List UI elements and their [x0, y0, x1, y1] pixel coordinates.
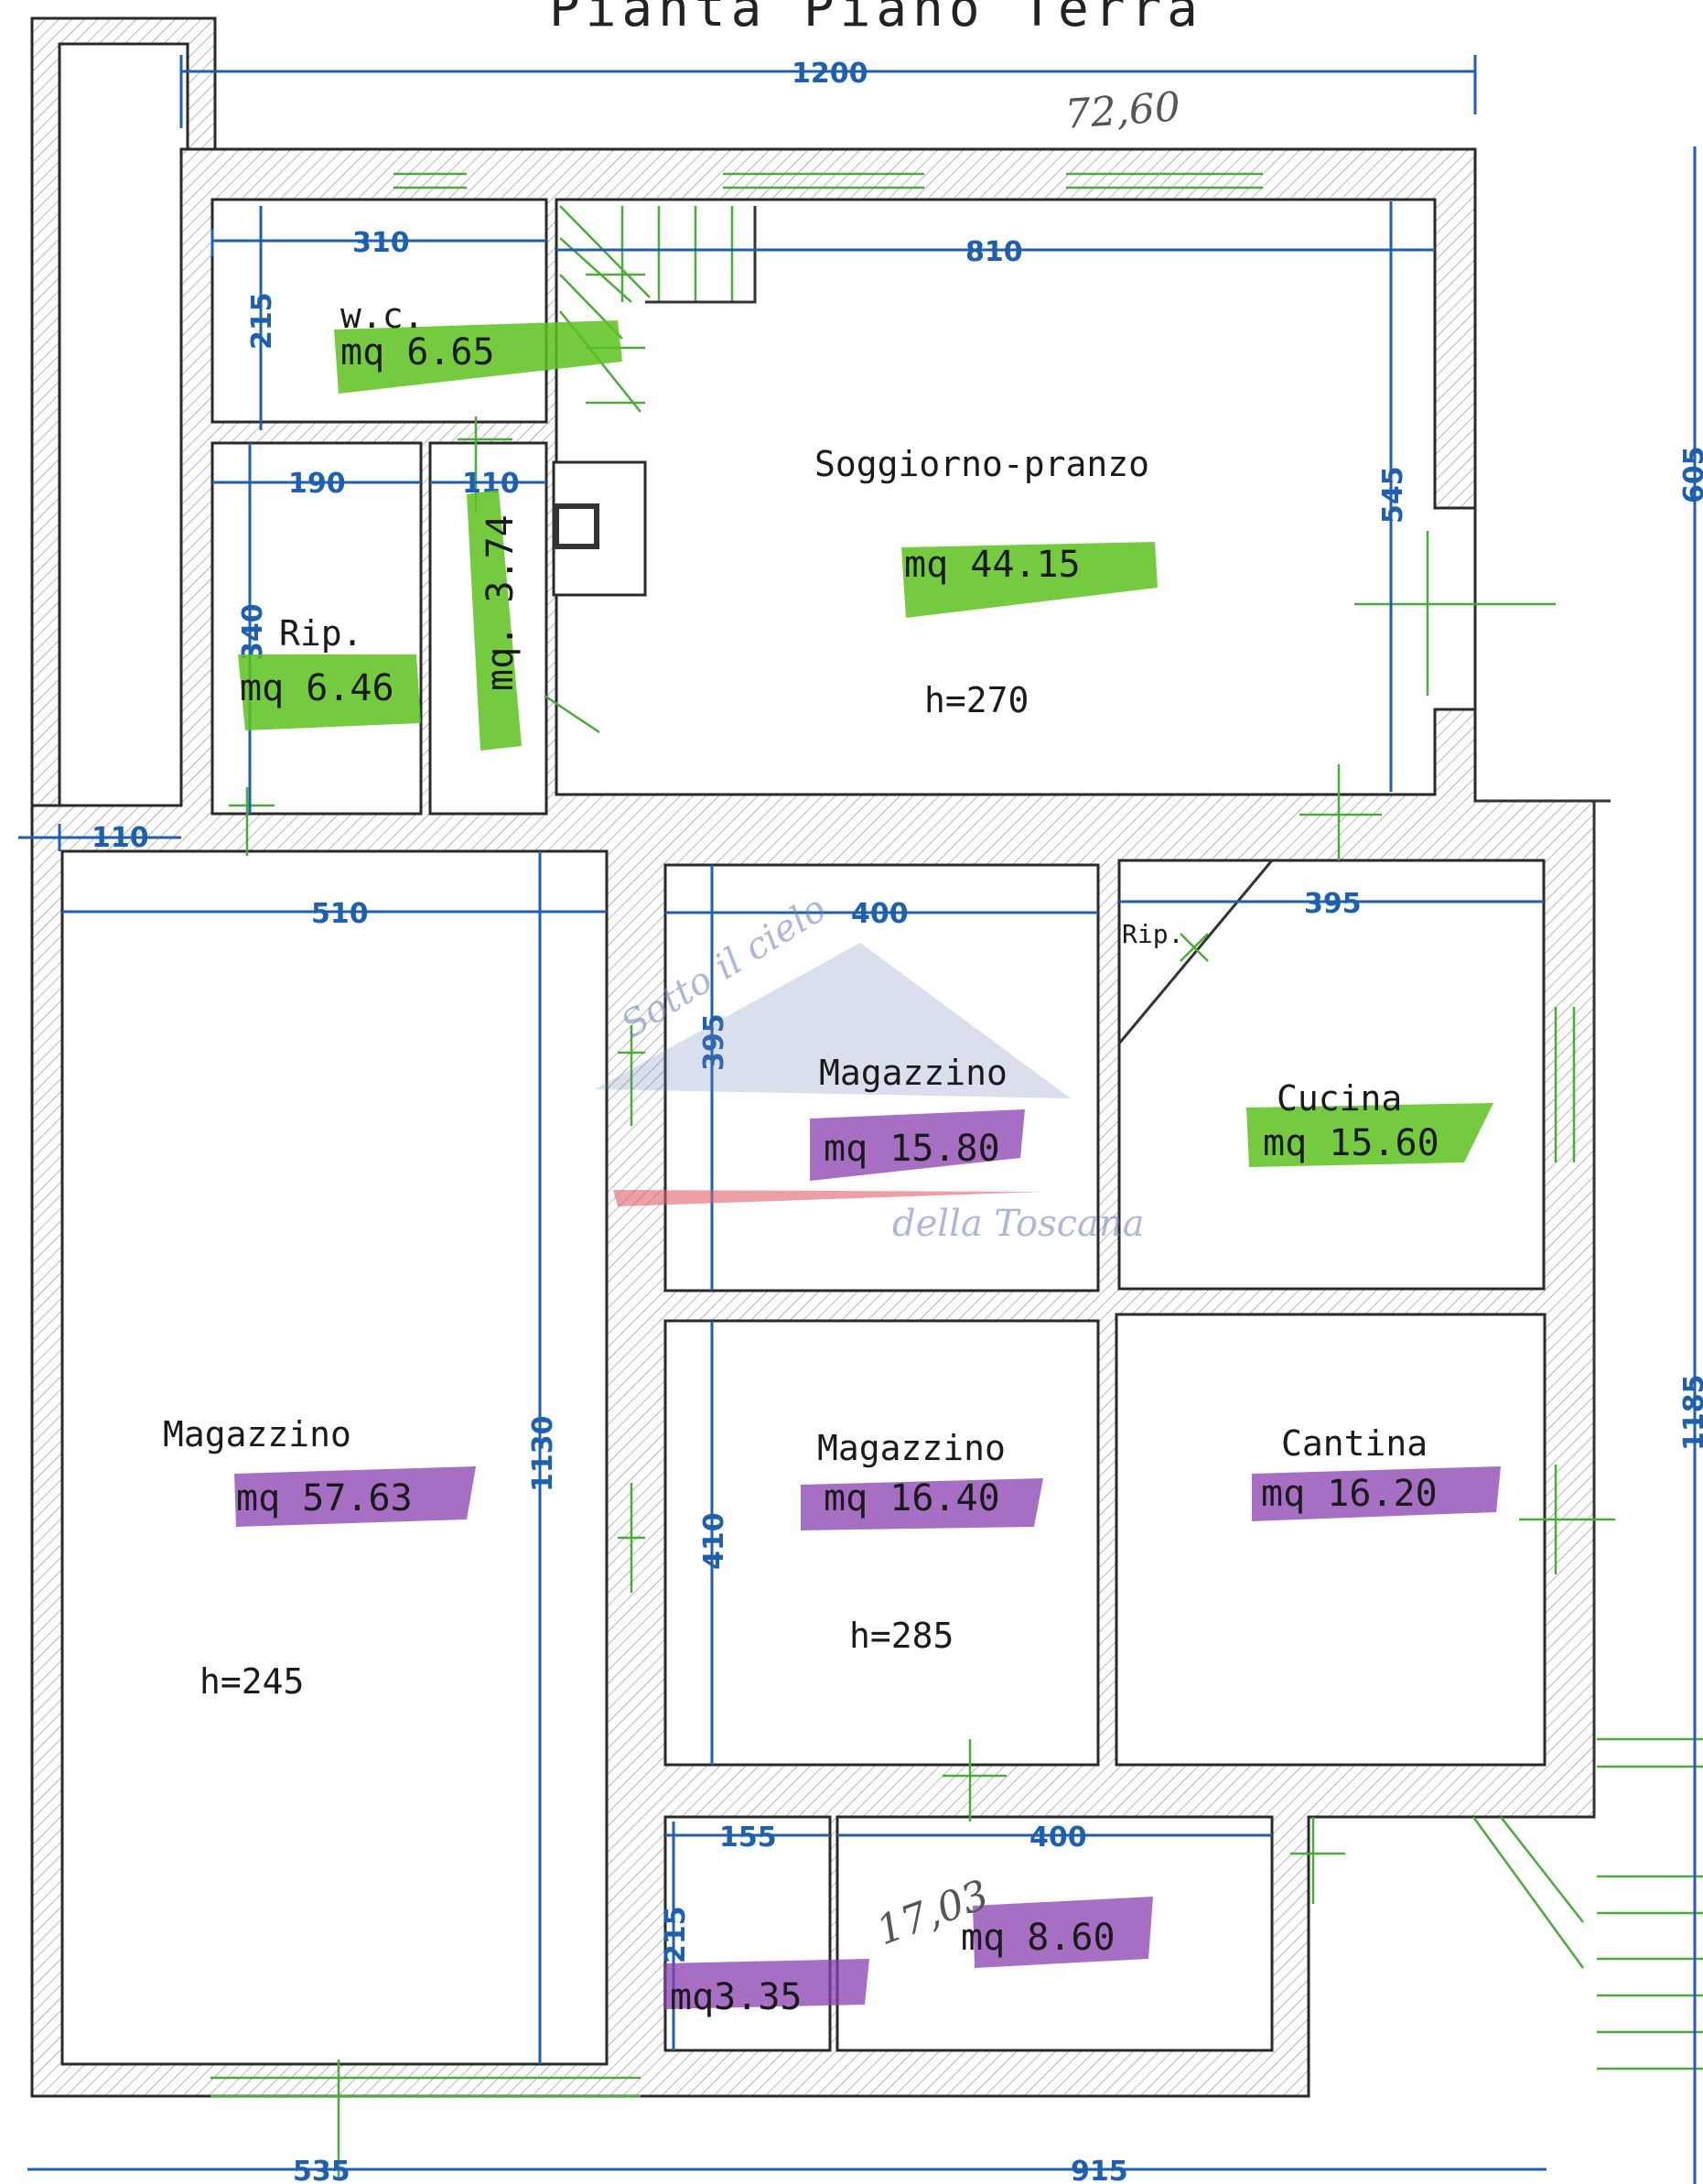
dim-215a: 215	[246, 292, 278, 350]
magazzino-big-room	[60, 849, 609, 2066]
magazzino-1-room	[663, 863, 1100, 1292]
soggiorno-area: mq 44.15	[904, 544, 1081, 586]
dim-410: 410	[698, 1512, 730, 1570]
room-labels: w.c. mq 6.65 Rip. mq 6.46 mq. 3.74 Soggi…	[163, 296, 1439, 2018]
dim-400a: 400	[851, 898, 909, 930]
cucina-room	[1117, 859, 1546, 1291]
small-a-area: mq3.35	[670, 1976, 803, 2018]
right-exterior	[1475, 799, 1611, 1817]
dim-395b: 395	[1304, 888, 1362, 920]
dimension-lines	[18, 55, 1697, 2184]
dim-915: 915	[1071, 2156, 1128, 2184]
corridor-area: mq. 3.74	[480, 514, 522, 691]
dim-605: 605	[1678, 446, 1703, 503]
highlights	[234, 320, 1501, 2009]
window-markings	[210, 172, 1703, 2179]
wc-area: mq 6.65	[340, 331, 495, 373]
dim-1200: 1200	[792, 58, 868, 90]
dim-510: 510	[311, 898, 369, 930]
cucina-name: Cucina	[1277, 1078, 1402, 1119]
wc-name: w.c.	[340, 296, 425, 336]
dim-535: 535	[293, 2156, 350, 2184]
rip-name: Rip.	[279, 613, 363, 654]
soggiorno-name: Soggiorno-pranzo	[814, 444, 1149, 484]
dim-545: 545	[1377, 466, 1409, 524]
rip-small-name: Rip.	[1122, 919, 1183, 949]
cantina-name: Cantina	[1281, 1423, 1428, 1464]
magazzino-1-name: Magazzino	[819, 1053, 1008, 1093]
magazzino-2-area: mq 16.40	[824, 1477, 1000, 1519]
magazzino-big-height: h=245	[199, 1661, 304, 1702]
handwritten-top: 72,60	[1063, 83, 1181, 138]
dim-395a: 395	[698, 1013, 730, 1071]
magazzino-2-room	[663, 1319, 1100, 1767]
magazzino-big-name: Magazzino	[163, 1414, 351, 1454]
magazzino-2-name: Magazzino	[817, 1428, 1006, 1468]
small-b-area: mq 8.60	[961, 1917, 1116, 1959]
rip-area: mq 6.46	[240, 667, 394, 709]
soggiorno-height: h=270	[924, 680, 1029, 720]
cantina-area: mq 16.20	[1261, 1473, 1438, 1515]
rip-room	[210, 441, 423, 816]
watermark-line2: della Toscana	[892, 1203, 1144, 1245]
dim-810: 810	[965, 236, 1023, 268]
dim-1185: 1185	[1678, 1375, 1703, 1452]
cucina-area: mq 15.60	[1263, 1122, 1439, 1164]
magazzino-2-height: h=285	[849, 1616, 954, 1656]
magazzino-big-area: mq 57.63	[236, 1477, 413, 1519]
dimension-labels: 1200 310 810 215 190 110 340 545 605 110…	[92, 58, 1703, 2184]
plan-title: Pianta Piano Terra	[549, 0, 1203, 38]
cantina-room	[1115, 1313, 1547, 1767]
dim-190: 190	[288, 468, 346, 500]
dim-340: 340	[237, 603, 269, 661]
dim-155: 155	[719, 1822, 777, 1854]
small-room-a	[663, 1815, 832, 2052]
soggiorno-room	[555, 198, 1477, 796]
dim-110b: 110	[92, 822, 149, 854]
rip-small-wall	[1117, 860, 1274, 1044]
dim-310: 310	[352, 227, 410, 259]
dim-400b: 400	[1029, 1822, 1087, 1854]
chimney-icon	[554, 503, 599, 549]
dim-1130: 1130	[527, 1416, 559, 1493]
dim-215b: 215	[660, 1906, 692, 1963]
magazzino-1-area: mq 15.80	[824, 1128, 1000, 1170]
stair-wall	[645, 206, 757, 304]
